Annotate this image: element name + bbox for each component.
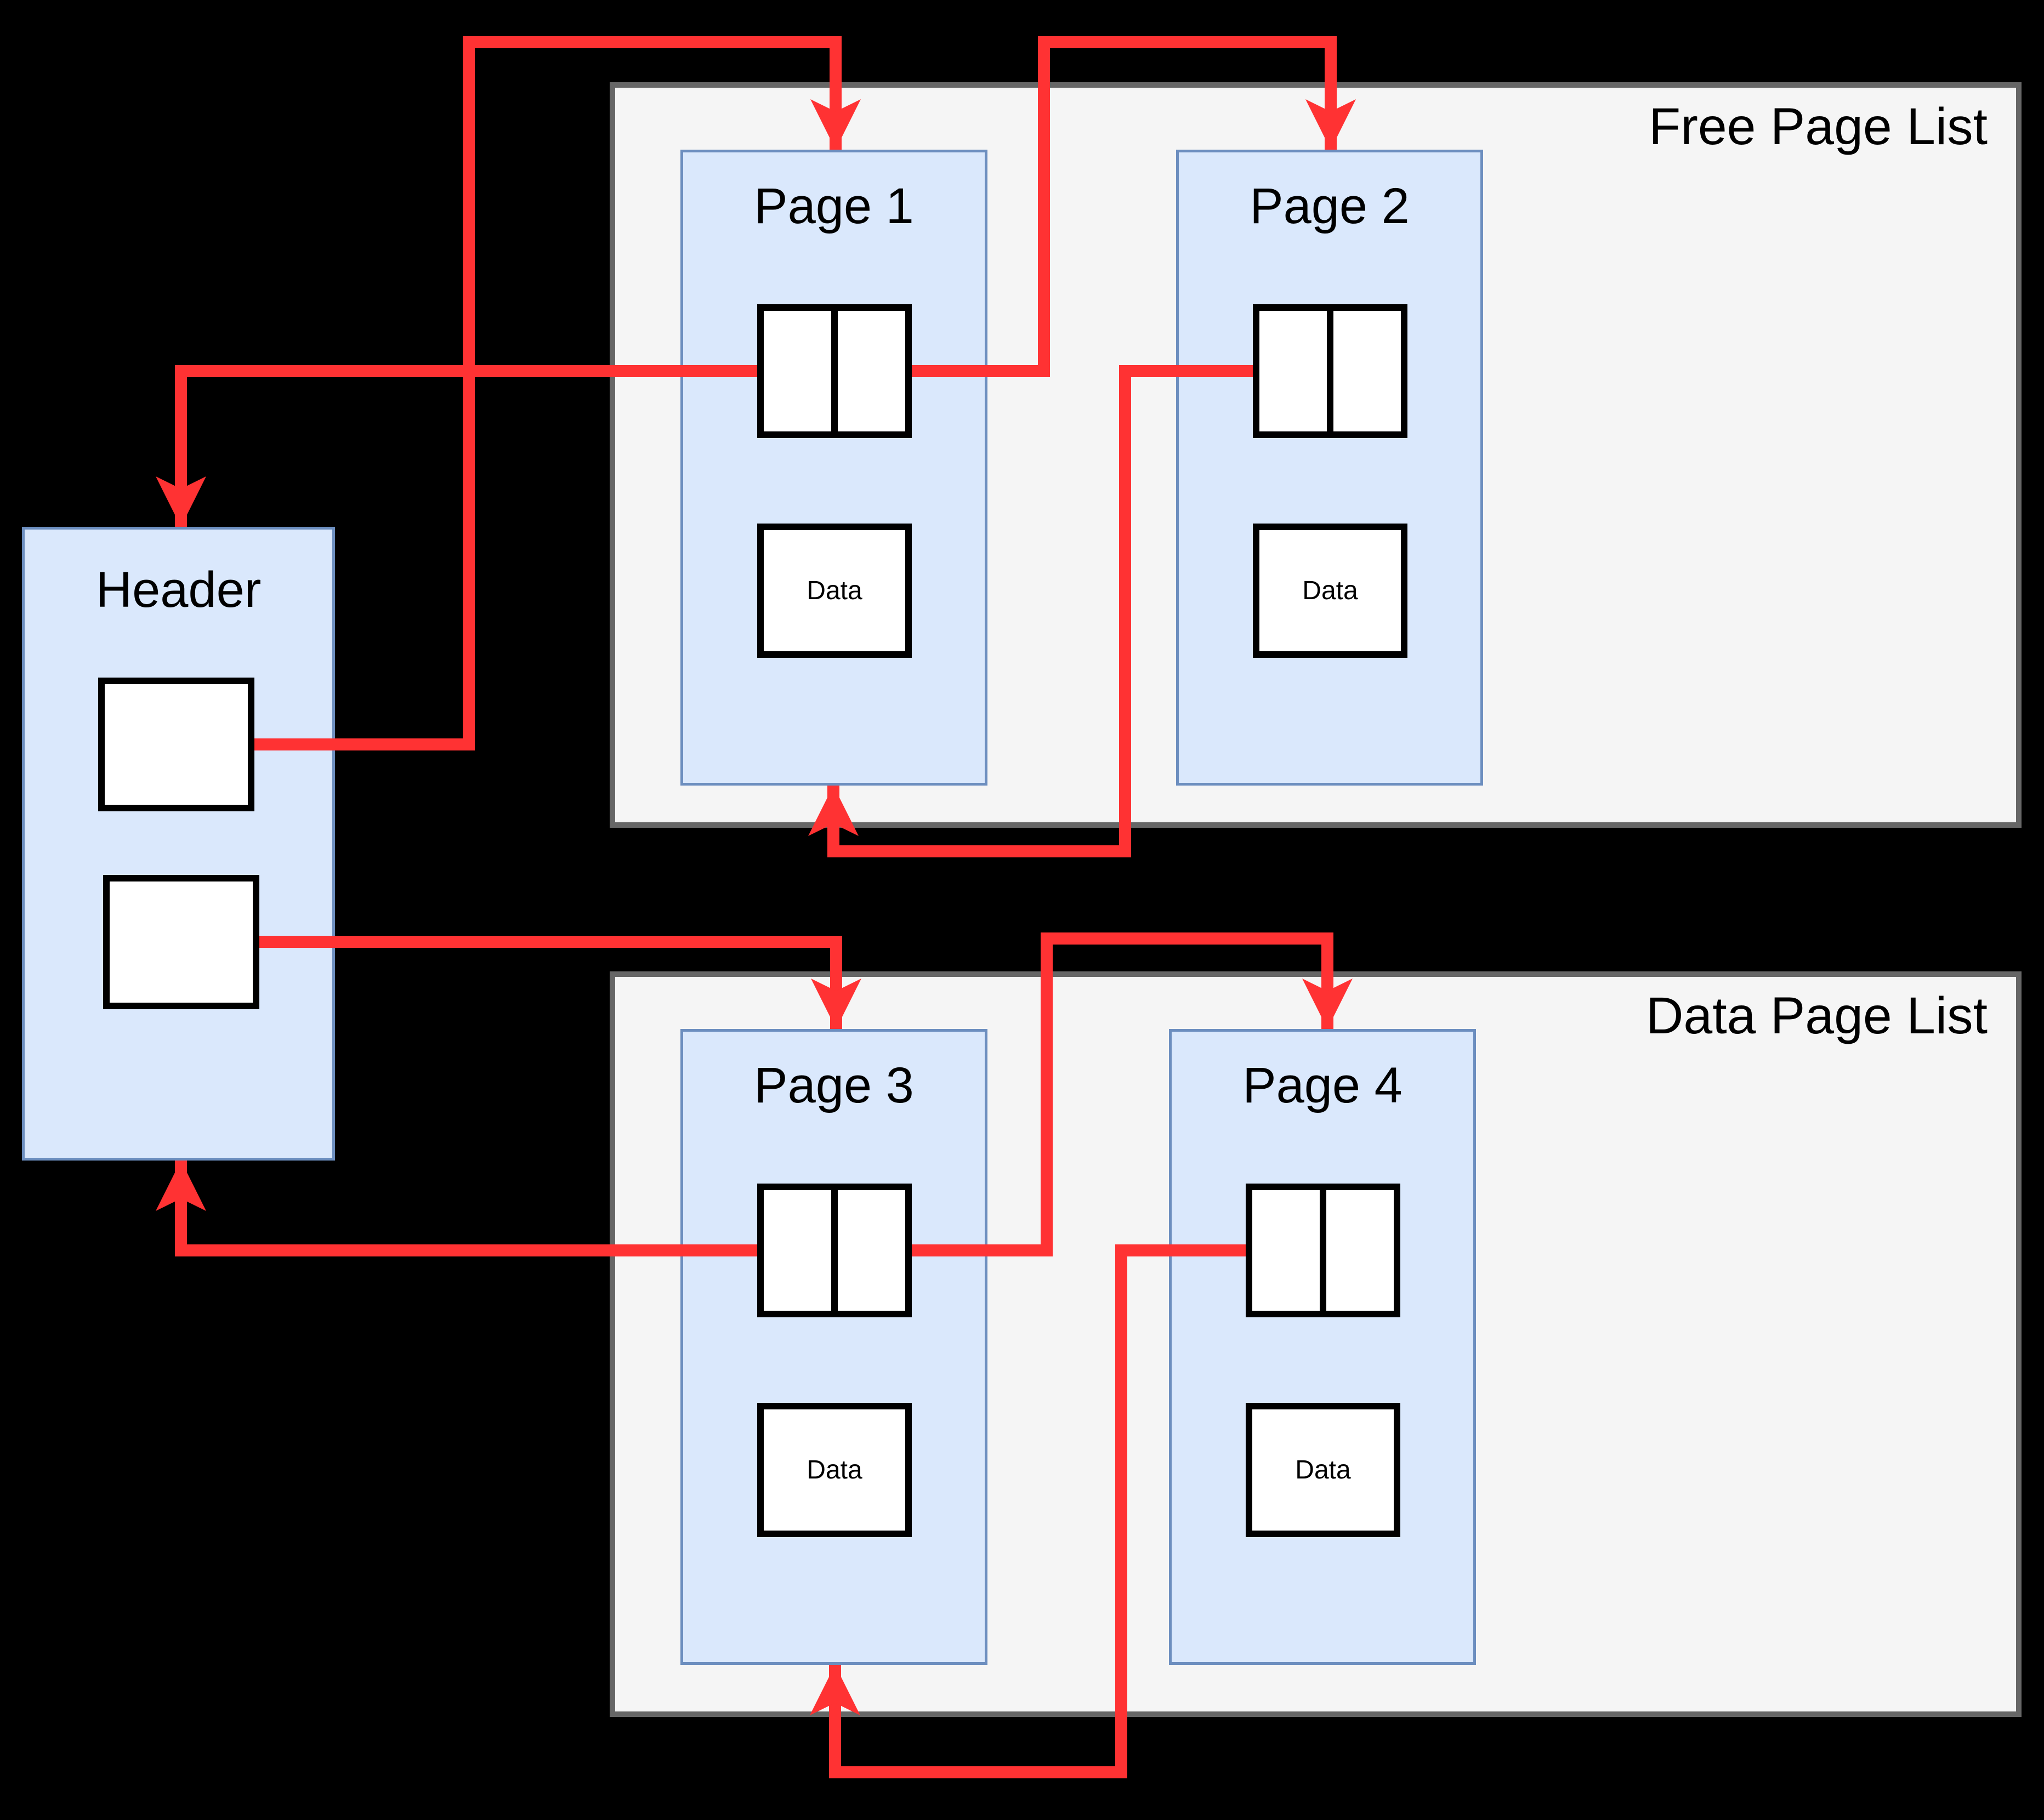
page-1-box: Page 1 Data [680, 150, 987, 786]
page-2-title: Page 2 [1250, 178, 1410, 234]
page-1-pointer-cells [757, 304, 912, 438]
header-data-list-head-slot [103, 875, 259, 1009]
page-4-prev-cell [1252, 1190, 1320, 1311]
page-1-title: Page 1 [754, 178, 914, 234]
page-3-title: Page 3 [754, 1057, 914, 1113]
page-2-box: Page 2 Data [1176, 150, 1483, 786]
free-page-list-label: Free Page List [1649, 98, 1988, 156]
page-2-data-label: Data [1302, 576, 1358, 605]
page-4-pointer-cells [1246, 1184, 1400, 1317]
page-4-title: Page 4 [1242, 1057, 1403, 1113]
page-3-data-box: Data [757, 1403, 912, 1537]
page-3-data-label: Data [807, 1455, 862, 1485]
page-1-data-box: Data [757, 524, 912, 658]
page-4-box: Page 4 Data [1169, 1029, 1476, 1665]
page-3-next-cell [831, 1190, 905, 1311]
page-4-data-label: Data [1295, 1455, 1351, 1485]
data-page-list-label: Data Page List [1645, 987, 1988, 1045]
header-title: Header [95, 562, 262, 618]
header-free-list-head-slot [98, 678, 254, 811]
page-1-data-label: Data [807, 576, 862, 605]
page-2-data-box: Data [1253, 524, 1407, 658]
page-2-next-cell [1327, 311, 1401, 431]
page-1-next-cell [831, 311, 905, 431]
page-3-pointer-cells [757, 1184, 912, 1317]
header-box: Header [22, 527, 335, 1161]
page-2-prev-cell [1259, 311, 1327, 431]
page-3-box: Page 3 Data [680, 1029, 987, 1665]
page-2-pointer-cells [1253, 304, 1407, 438]
page-4-data-box: Data [1246, 1403, 1400, 1537]
free-page-list-container: Free Page List Page 1 Data Page 2 Data [610, 82, 2022, 828]
page-1-prev-cell [764, 311, 831, 431]
page-3-prev-cell [764, 1190, 831, 1311]
page-4-next-cell [1320, 1190, 1394, 1311]
data-page-list-container: Data Page List Page 3 Data Page 4 Data [610, 971, 2022, 1717]
